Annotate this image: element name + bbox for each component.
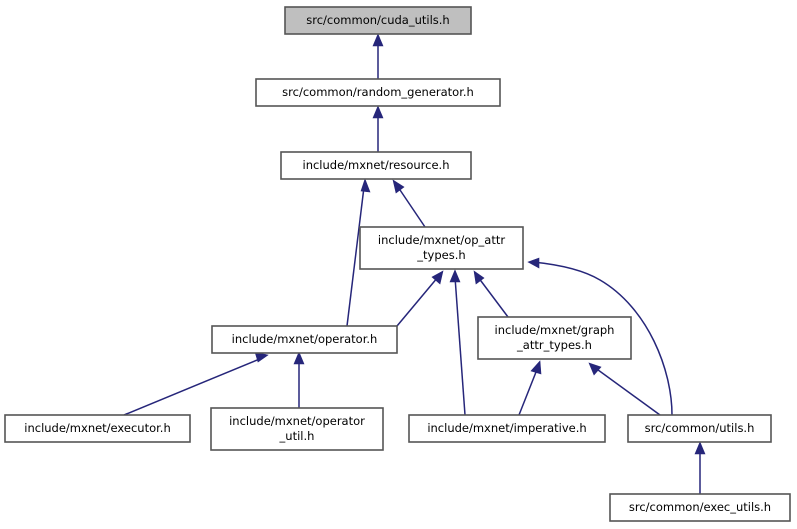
graph-node-op_attr_types[interactable]: include/mxnet/op_attr_types.h xyxy=(359,226,524,270)
edge-line xyxy=(518,366,539,416)
node-label: _util.h xyxy=(279,429,315,443)
graph-edge xyxy=(123,351,269,416)
edge-line xyxy=(397,186,426,228)
node-label: include/mxnet/operator xyxy=(229,414,365,428)
node-label: include/mxnet/operator.h xyxy=(232,332,378,346)
node-box[interactable] xyxy=(408,414,606,443)
graph-edge xyxy=(372,105,384,152)
edge-line xyxy=(396,276,439,327)
edge-line xyxy=(477,276,509,318)
node-label: src/common/random_generator.h xyxy=(282,85,474,99)
graph-edge xyxy=(392,179,426,228)
node-box[interactable] xyxy=(477,316,632,360)
graph-edge xyxy=(527,257,673,416)
arrowhead-icon xyxy=(372,105,384,119)
node-box[interactable] xyxy=(4,414,191,443)
node-label: _types.h xyxy=(416,248,465,262)
node-label: src/common/cuda_utils.h xyxy=(306,13,449,27)
node-label: src/common/utils.h xyxy=(645,421,755,435)
arrowhead-icon xyxy=(372,33,384,47)
graph-edge xyxy=(372,33,384,79)
edges-layer xyxy=(123,33,706,494)
graph-edge xyxy=(449,269,466,416)
node-box[interactable] xyxy=(210,407,384,451)
node-box[interactable] xyxy=(627,414,772,443)
arrowhead-icon xyxy=(431,270,444,285)
graph-edge xyxy=(518,360,542,416)
arrowhead-icon xyxy=(694,441,706,455)
graph-node-cuda_utils[interactable]: src/common/cuda_utils.h xyxy=(284,6,472,35)
graph-node-resource[interactable]: include/mxnet/resource.h xyxy=(280,151,472,180)
node-box[interactable] xyxy=(284,6,472,35)
graph-node-operator[interactable]: include/mxnet/operator.h xyxy=(211,325,398,354)
node-label: _attr_types.h xyxy=(516,338,592,352)
node-label: include/mxnet/op_attr xyxy=(378,233,505,247)
graph-edge xyxy=(396,270,444,327)
arrowhead-icon xyxy=(473,270,485,285)
node-box[interactable] xyxy=(609,493,791,522)
graph-node-random_generator[interactable]: src/common/random_generator.h xyxy=(255,78,501,107)
graph-edge xyxy=(473,270,509,318)
graph-edge xyxy=(694,441,706,494)
node-box[interactable] xyxy=(255,78,501,107)
graph-edge xyxy=(293,351,305,408)
graph-node-operator_util[interactable]: include/mxnet/operator_util.h xyxy=(210,407,384,451)
node-label: include/mxnet/imperative.h xyxy=(427,421,586,435)
node-label: include/mxnet/graph xyxy=(495,323,615,337)
graph-node-imperative[interactable]: include/mxnet/imperative.h xyxy=(408,414,606,443)
node-box[interactable] xyxy=(280,151,472,180)
graph-edge xyxy=(588,362,661,416)
graph-edge xyxy=(346,178,371,327)
arrowhead-icon xyxy=(449,269,461,283)
edge-line xyxy=(532,261,673,416)
graph-node-executor[interactable]: include/mxnet/executor.h xyxy=(4,414,191,443)
edge-line xyxy=(346,186,365,327)
nodes-layer: src/common/cuda_utils.h src/common/random… xyxy=(4,6,791,522)
arrowhead-icon xyxy=(392,179,405,194)
arrowhead-icon xyxy=(360,178,371,193)
graph-node-utils[interactable]: src/common/utils.h xyxy=(627,414,772,443)
edge-line xyxy=(123,357,263,416)
node-label: include/mxnet/resource.h xyxy=(303,158,450,172)
graph-node-exec_utils[interactable]: src/common/exec_utils.h xyxy=(609,493,791,522)
node-label: include/mxnet/executor.h xyxy=(24,421,170,435)
node-label: src/common/exec_utils.h xyxy=(629,500,771,514)
node-box[interactable] xyxy=(211,325,398,354)
edge-line xyxy=(454,276,466,416)
node-box[interactable] xyxy=(359,226,524,270)
arrowhead-icon xyxy=(527,257,540,269)
arrowhead-icon xyxy=(530,360,542,375)
arrowhead-icon xyxy=(588,362,602,376)
edge-line xyxy=(593,366,661,416)
arrowhead-icon xyxy=(293,351,305,365)
graph-node-graph_attr_types[interactable]: include/mxnet/graph_attr_types.h xyxy=(477,316,632,360)
